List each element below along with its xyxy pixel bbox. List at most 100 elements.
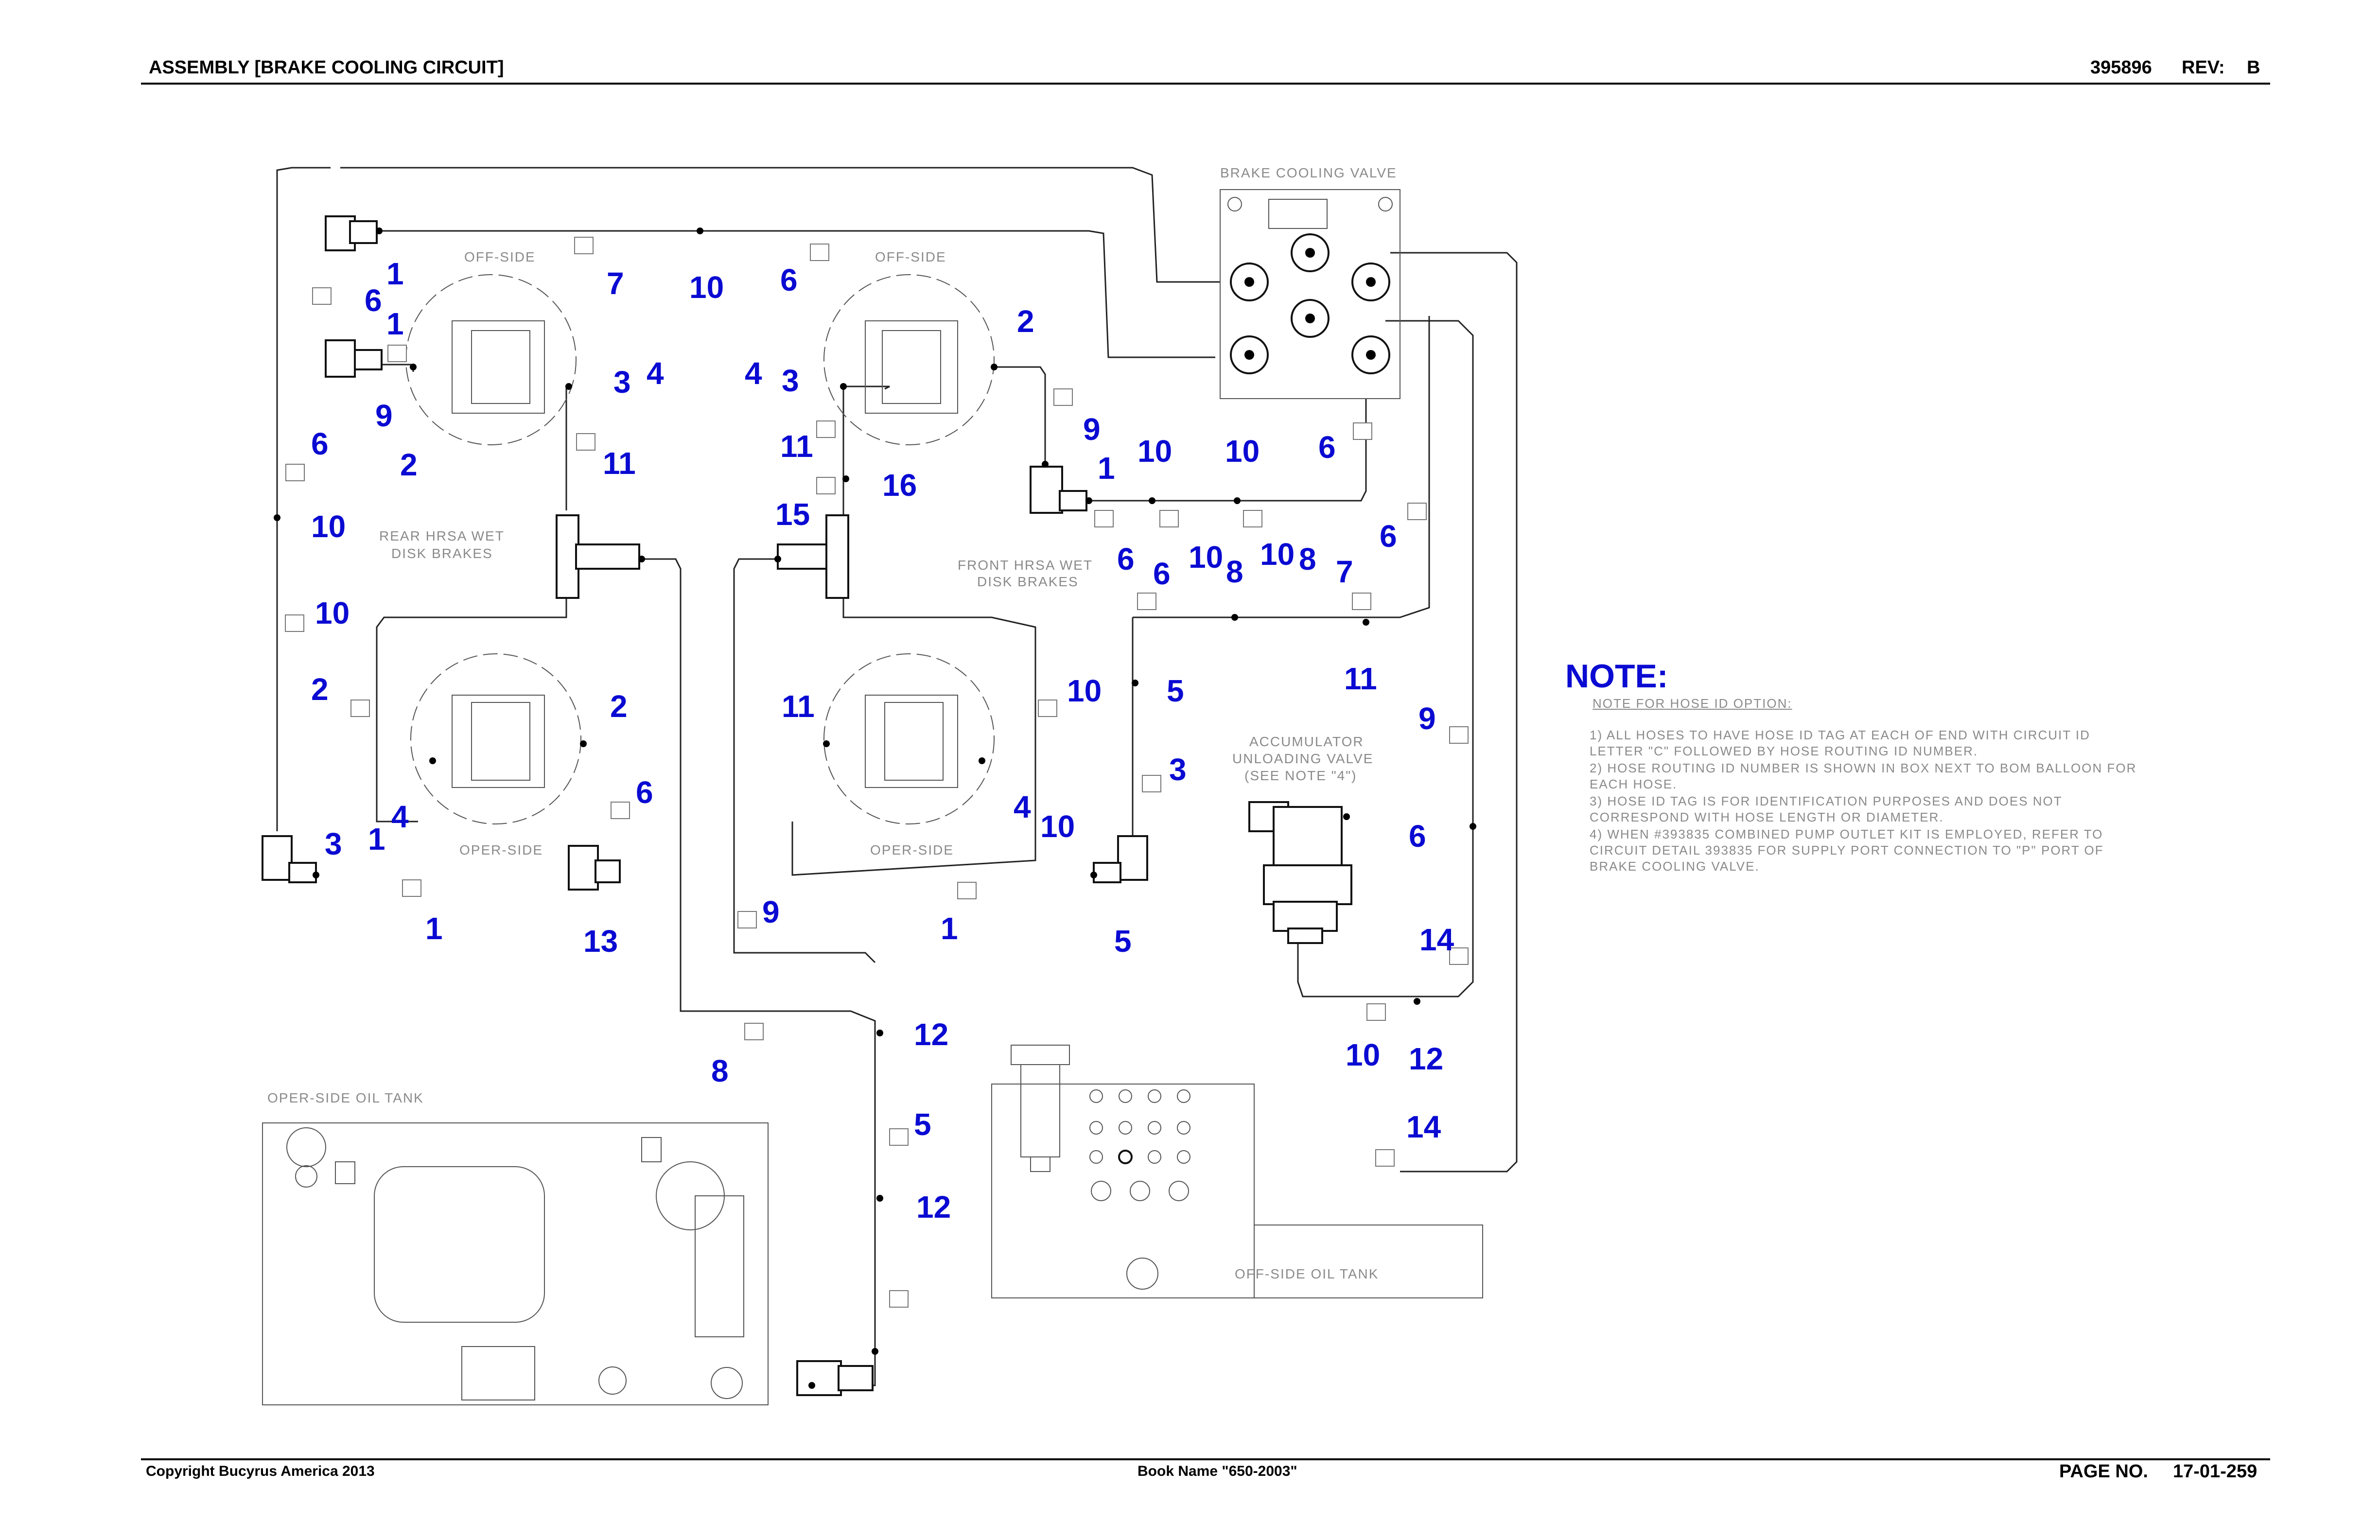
callout: 14 [1406,1109,1441,1144]
callout: 2 [311,672,329,707]
rear-brakes-label-line1: REAR HRSA WET [379,528,505,543]
callout: 8 [711,1053,729,1088]
callout: 10 [1225,434,1260,469]
revision-label: REV: [2182,57,2225,78]
front-off-side-brake [823,274,995,445]
callout: 10 [311,509,346,544]
note-item-4: 4) WHEN #393835 COMBINED PUMP OUTLET KIT… [1590,827,2104,874]
off-side-left-label: OFF-SIDE [464,249,536,264]
callout: 9 [762,894,780,929]
callout: 10 [1040,809,1075,844]
callout: 13 [583,924,618,959]
callout: 1 [1098,451,1115,486]
callout: 12 [1409,1041,1443,1076]
callout: 5 [1114,924,1132,959]
callout: 3 [782,363,799,398]
page-number: 17-01-259 [2173,1461,2258,1482]
callout: 11 [782,689,815,724]
callout: 6 [1318,430,1336,465]
connection-points [274,228,1476,1389]
callout: 16 [882,468,917,503]
brake-cooling-valve [1220,189,1400,399]
callout: 10 [1067,673,1102,708]
callout: 11 [1344,661,1377,696]
callout: 1 [386,306,404,341]
header-rule [141,83,2270,85]
callout: 1 [941,911,958,946]
callout: 3 [613,365,631,400]
callout: 1 [386,256,404,291]
front-brakes-label-line1: FRONT HRSA WET [958,558,1093,573]
callout: 9 [1083,412,1101,447]
oper-side-tank-label: OPER-SIDE OIL TANK [267,1090,424,1105]
callout: 3 [325,826,342,861]
rear-oper-side-brake [410,653,581,824]
accumulator-label-line1: ACCUMULATOR [1249,734,1364,749]
callout: 9 [1418,701,1436,736]
callout: 7 [607,266,624,301]
callout: 4 [1014,789,1031,824]
callout: 10 [1260,537,1295,572]
front-brakes-label-line2: DISK BRAKES [977,574,1079,589]
notes-subtitle: NOTE FOR HOSE ID OPTION: [1592,696,1792,711]
callout: 6 [1153,556,1171,591]
oper-side-left-label: OPER-SIDE [459,842,543,858]
callout: 1 [368,822,385,857]
callout: 10 [315,595,350,630]
revision-value: B [2247,57,2260,78]
front-oper-side-brake [823,653,995,824]
off-side-tank-label: OFF-SIDE OIL TANK [1235,1266,1379,1281]
callout: 8 [1299,542,1316,577]
callout: 1 [425,911,443,946]
document-number: 395896 [2090,57,2152,78]
accumulator-unloading-valve [1248,801,1352,944]
callout: 2 [610,689,628,724]
callout: 8 [1226,554,1243,589]
callout: 4 [745,356,762,391]
notes-list: 1) ALL HOSES TO HAVE HOSE ID TAG AT EACH… [1590,727,2144,875]
callout: 7 [1336,554,1353,589]
hose-id-tags [285,237,1469,1308]
accumulator-label-line2: UNLOADING VALVE [1232,751,1373,766]
callout: 6 [780,262,798,298]
callout: 10 [1138,434,1172,469]
note-item-2: 2) HOSE ROUTING ID NUMBER IS SHOWN IN BO… [1590,761,2137,791]
fittings [262,215,1148,1396]
note-item-3: 3) HOSE ID TAG IS FOR IDENTIFICATION PUR… [1590,794,2063,824]
callout: 6 [1380,519,1397,554]
callout: 2 [1017,304,1034,339]
port-grid [1089,1089,1190,1201]
accumulator-label-line3: (SEE NOTE "4") [1244,768,1357,783]
component-labels: BRAKE COOLING VALVE OFF-SIDE OFF-SIDE RE… [267,165,1397,1281]
callout: 4 [647,356,664,391]
callout: 5 [1167,673,1184,708]
callout: 3 [1169,752,1187,787]
oper-side-oil-tank [262,1122,769,1405]
bom-callouts: 1 6 1 7 10 6 2 3 4 4 3 9 6 2 11 11 16 9 … [311,256,1454,1225]
callout: 12 [916,1190,951,1225]
callout: 6 [1117,542,1135,577]
callout: 6 [365,283,382,318]
callout: 6 [636,775,653,810]
note-item-1: 1) ALL HOSES TO HAVE HOSE ID TAG AT EACH… [1590,728,2090,758]
callout: 15 [775,497,810,532]
callout: 11 [780,429,813,464]
notes-title: NOTE: [1565,658,1668,695]
callout: 14 [1419,922,1454,957]
brake-cooling-valve-label: BRAKE COOLING VALVE [1220,165,1397,180]
callout: 10 [689,270,724,305]
page-number-label: PAGE NO. [2059,1461,2148,1482]
copyright: Copyright Bucyrus America 2013 [146,1463,375,1479]
callout: 5 [914,1107,931,1142]
off-side-right-label: OFF-SIDE [875,249,946,264]
rear-off-side-brake [405,274,577,445]
rear-brakes-label-line2: DISK BRAKES [391,546,493,561]
book-name: Book Name "650-2003" [1138,1463,1297,1479]
page-title: ASSEMBLY [BRAKE COOLING CIRCUIT] [149,57,504,78]
oper-side-right-label: OPER-SIDE [870,842,954,858]
callout: 10 [1189,540,1223,575]
callout: 10 [1346,1037,1380,1072]
callout: 2 [400,447,418,482]
callout: 12 [914,1017,948,1052]
